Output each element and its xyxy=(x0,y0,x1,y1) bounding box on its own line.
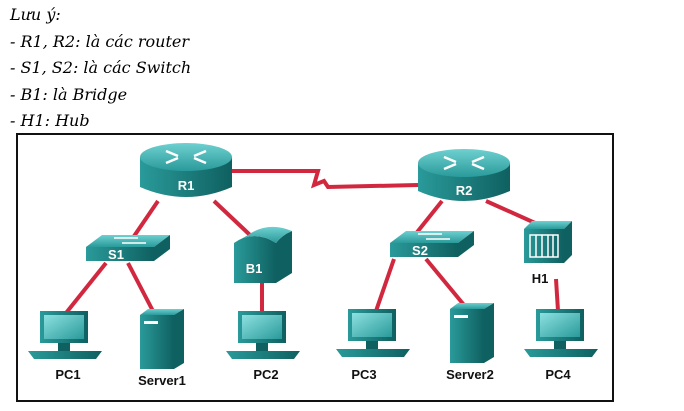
pc4-label: PC4 xyxy=(545,367,571,382)
switch-side xyxy=(458,231,474,257)
link-s1-pc1 xyxy=(64,261,108,315)
switch-front xyxy=(86,247,154,261)
router-r1[interactable]: R1 xyxy=(140,143,232,197)
link-s1-server1 xyxy=(126,262,156,314)
server-server1[interactable]: Server1 xyxy=(138,309,186,388)
link-s2-pc3 xyxy=(374,258,396,312)
pc-base xyxy=(226,351,300,359)
router-r2[interactable]: R2 xyxy=(418,149,510,201)
drive-slot xyxy=(454,315,468,318)
links xyxy=(64,169,560,315)
pc-pc2[interactable]: PC2 xyxy=(226,311,300,382)
bridge-front xyxy=(234,236,276,283)
pc-base xyxy=(336,349,410,357)
bridge-b1[interactable]: B1 xyxy=(234,226,292,283)
notes-block: Lưu ý: - R1, R2: là các router - S1, S2:… xyxy=(10,2,191,135)
link-s2-server2 xyxy=(424,257,466,307)
server-top xyxy=(450,303,494,309)
link-r1-r2-serial xyxy=(228,169,419,190)
screen xyxy=(352,313,392,337)
switch-top xyxy=(390,231,474,243)
server-side xyxy=(174,309,184,369)
router-arrows-icon xyxy=(165,149,207,165)
monitor-stand xyxy=(366,341,378,349)
switch-arrows-icon xyxy=(418,233,450,240)
bridge-top xyxy=(234,226,292,243)
note-line-routers: - R1, R2: là các router xyxy=(10,31,190,51)
screen xyxy=(242,315,282,339)
pc-base xyxy=(524,349,598,357)
router-top xyxy=(418,149,510,177)
switch-s1-label: S1 xyxy=(108,247,124,262)
hub-h1-label: H1 xyxy=(532,271,549,286)
server2-label: Server2 xyxy=(446,367,494,382)
pc2-label: PC2 xyxy=(253,367,278,382)
hub-top xyxy=(524,221,572,229)
switch-top xyxy=(86,235,170,247)
router-r2-label: R2 xyxy=(456,183,473,198)
hub-h1[interactable]: H1 xyxy=(524,221,572,286)
network-topology: R1 R2 S1 S2 B1 xyxy=(28,143,598,388)
pc3-label: PC3 xyxy=(351,367,376,382)
note-line-switches: - S1, S2: là các Switch xyxy=(10,58,192,77)
router-arrows-icon xyxy=(443,155,485,171)
network-diagram-frame: R1 R2 S1 S2 B1 xyxy=(16,133,614,402)
bridge-side xyxy=(276,231,292,283)
switch-s2[interactable]: S2 xyxy=(390,231,474,258)
monitor-stand xyxy=(58,343,70,351)
switch-s2-label: S2 xyxy=(412,243,428,258)
router-top xyxy=(140,143,232,171)
server-top xyxy=(140,309,184,315)
monitor-stand xyxy=(256,343,268,351)
link-r1-b1 xyxy=(212,199,252,237)
hub-ports-icon xyxy=(529,234,559,258)
pc-pc3[interactable]: PC3 xyxy=(336,309,410,382)
pc-pc4[interactable]: PC4 xyxy=(524,309,598,382)
switch-s1[interactable]: S1 xyxy=(86,235,170,262)
pc-pc1[interactable]: PC1 xyxy=(28,311,102,382)
screen xyxy=(540,313,580,337)
link-h1-pc4 xyxy=(554,278,560,312)
drive-slot xyxy=(144,321,158,324)
server-side xyxy=(484,303,494,363)
server-server2[interactable]: Server2 xyxy=(446,303,494,382)
server1-label: Server1 xyxy=(138,373,186,388)
pc-base xyxy=(28,351,102,359)
screen xyxy=(44,315,84,339)
note-line-hub: - H1: Hub xyxy=(10,111,90,130)
monitor-stand xyxy=(554,341,566,349)
bridge-b1-label: B1 xyxy=(246,261,263,276)
router-r1-label: R1 xyxy=(178,178,195,193)
note-line-bridge: - B1: là Bridge xyxy=(10,84,128,104)
notes-title: Lưu ý: xyxy=(10,5,61,24)
switch-arrows-icon xyxy=(114,237,146,244)
switch-front xyxy=(390,243,458,257)
switch-side xyxy=(154,235,170,261)
hub-side xyxy=(564,221,572,263)
pc1-label: PC1 xyxy=(55,367,80,382)
